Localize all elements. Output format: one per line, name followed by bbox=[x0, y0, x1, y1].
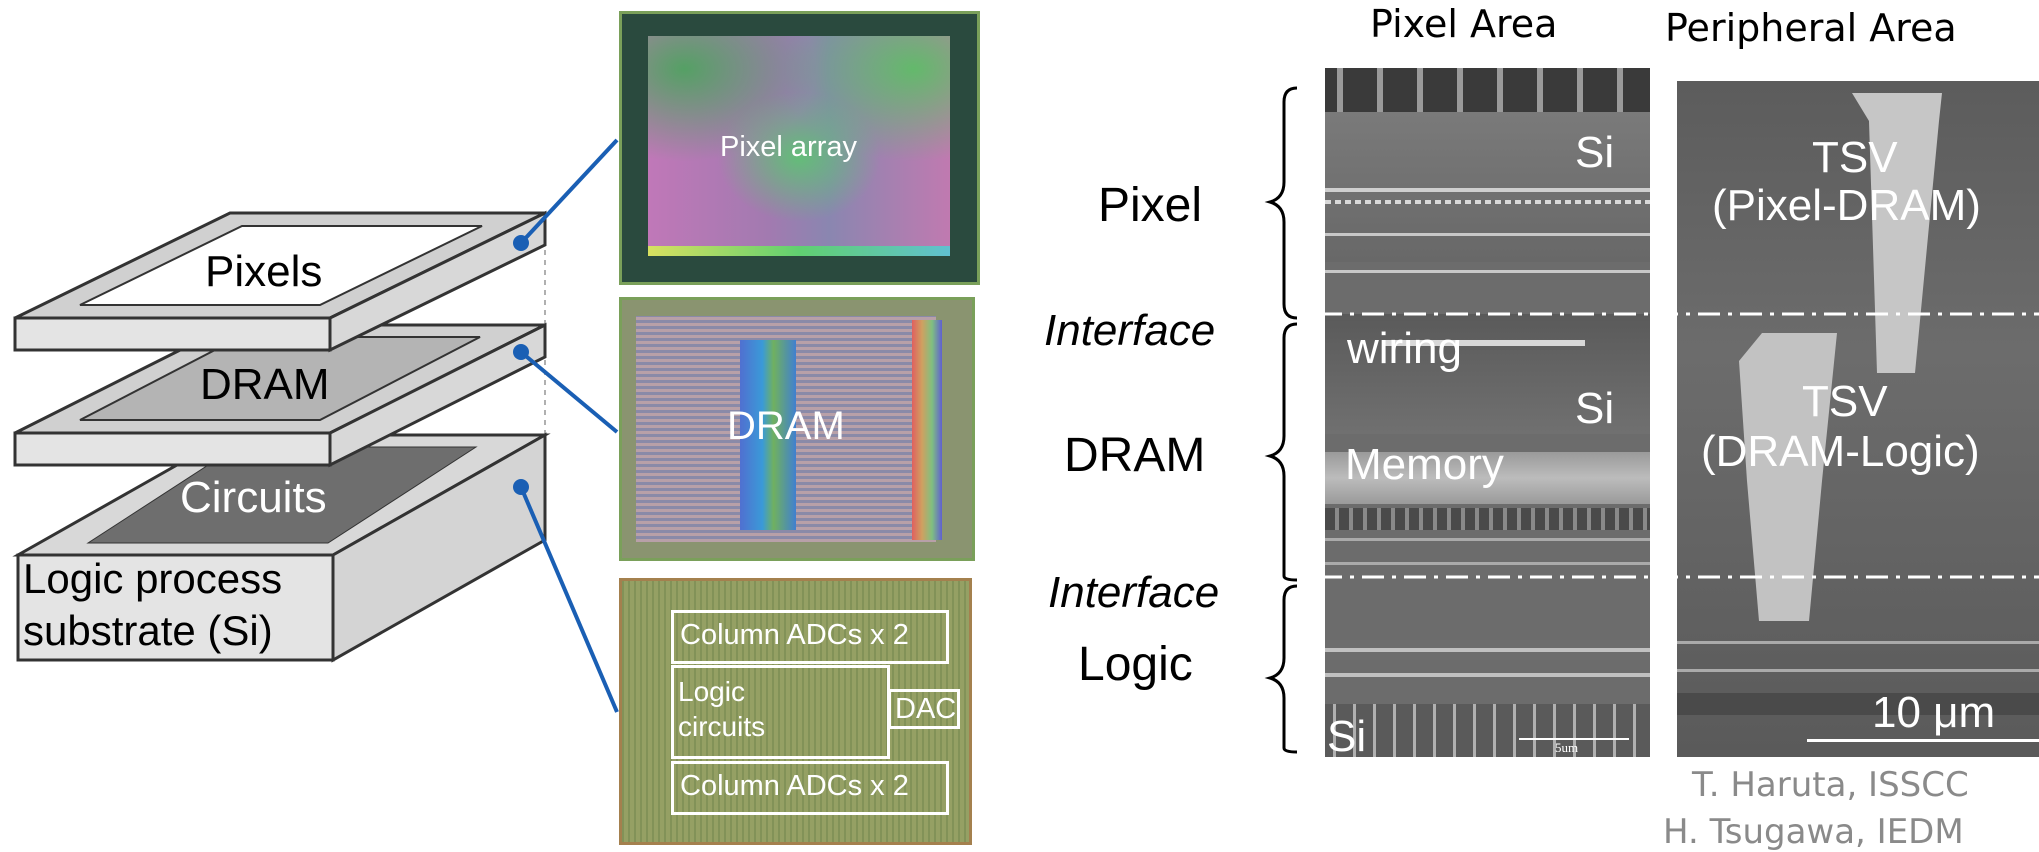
stack-diagram bbox=[12, 210, 551, 663]
tsv-1-label-line2: (Pixel-DRAM) bbox=[1712, 181, 1981, 230]
tiny-scale-bar bbox=[1519, 738, 1629, 740]
scale-bar-label: 10 μm bbox=[1872, 688, 1996, 737]
column-adc-bottom-label: Column ADCs x 2 bbox=[680, 770, 909, 802]
si-mid-label: Si bbox=[1575, 384, 1615, 433]
pixel-si-region bbox=[1325, 112, 1650, 262]
citation-2: H. Tsugawa, IEDM bbox=[1663, 812, 1964, 852]
interface-dash-lines bbox=[1320, 312, 2039, 579]
pixel-array-bottom-edge bbox=[648, 246, 950, 256]
column-adc-top-box: Column ADCs x 2 bbox=[671, 610, 949, 664]
logic-texture bbox=[622, 581, 969, 842]
memory-cells-row bbox=[1325, 508, 1650, 530]
logic-wire-1 bbox=[1325, 648, 1650, 652]
memory-band bbox=[1325, 452, 1650, 504]
substrate-label-line2: substrate (Si) bbox=[23, 607, 273, 654]
tsv-1-label-line1: TSV bbox=[1812, 133, 1898, 182]
peripheral-bottom-row bbox=[1677, 693, 2039, 715]
dram-wire-1 bbox=[1325, 538, 1650, 541]
peripheral-wire-2 bbox=[1677, 669, 2039, 672]
interface-label-2: Interface bbox=[1048, 568, 1220, 617]
pixel-wire-1 bbox=[1325, 188, 1650, 192]
logic-circuits-line2: circuits bbox=[678, 711, 766, 742]
pixel-area-sem: Si wiring Si Memory Si 5um bbox=[1325, 68, 1650, 757]
column-adc-top-label: Column ADCs x 2 bbox=[680, 619, 909, 651]
logic-circuits-box: Logic circuits bbox=[671, 665, 890, 759]
logic-circuits-line1: Logic bbox=[678, 676, 745, 707]
microlens-row bbox=[1325, 68, 1650, 112]
logic-connector-line bbox=[519, 486, 619, 713]
peripheral-area-title: Peripheral Area bbox=[1665, 6, 1957, 50]
pixel-wire-2 bbox=[1325, 200, 1650, 204]
dram-wire-2 bbox=[1325, 562, 1650, 565]
pixel-wire-3 bbox=[1325, 233, 1650, 236]
dram-section-label: DRAM bbox=[1064, 429, 1206, 482]
tsv-pixel-dram-shape bbox=[1852, 93, 1942, 373]
si-bottom-label: Si bbox=[1327, 712, 1367, 757]
substrate-label-line1: Logic process bbox=[23, 555, 283, 602]
citation-1: T. Haruta, ISSCC bbox=[1692, 765, 1969, 805]
logic-brace bbox=[1264, 584, 1298, 754]
logic-section-label: Logic bbox=[1078, 638, 1193, 691]
connector-lines bbox=[519, 138, 619, 713]
logic-circuits-label: Logic circuits bbox=[678, 674, 765, 744]
pixels-layer-label: Pixels bbox=[205, 247, 323, 296]
circuits-region bbox=[86, 446, 478, 544]
scale-bar bbox=[1807, 739, 2039, 742]
tsv-2-label-line2: (DRAM-Logic) bbox=[1701, 427, 1980, 476]
memory-label: Memory bbox=[1345, 440, 1504, 489]
substrate-label: Logic process substrate (Si) bbox=[23, 553, 282, 657]
dram-si-region bbox=[1325, 314, 1650, 434]
section-braces bbox=[1264, 86, 1298, 754]
si-top-label: Si bbox=[1575, 128, 1615, 177]
wiring-label: wiring bbox=[1347, 324, 1462, 373]
tiny-scale-label: 5um bbox=[1555, 740, 1579, 755]
interface-label-1: Interface bbox=[1044, 306, 1216, 355]
dram-center-column bbox=[740, 340, 796, 530]
dram-connector-line bbox=[519, 350, 619, 434]
peripheral-area-sem: TSV (Pixel-DRAM) TSV (DRAM-Logic) 10 μm bbox=[1677, 81, 2039, 757]
dac-label: DAC bbox=[895, 693, 957, 725]
pixel-array-label: Pixel array bbox=[720, 131, 857, 163]
dram-micrograph: DRAM bbox=[619, 297, 975, 561]
pixel-area-title: Pixel Area bbox=[1370, 2, 1558, 46]
dram-edge-stripes bbox=[912, 320, 942, 540]
logic-wire-2 bbox=[1325, 673, 1650, 677]
logic-substrate-block bbox=[12, 432, 551, 663]
logic-si-row bbox=[1325, 704, 1650, 757]
pixel-connector-line bbox=[519, 138, 619, 245]
dram-layer-label: DRAM bbox=[200, 360, 330, 409]
pixel-brace bbox=[1264, 86, 1298, 320]
peripheral-background bbox=[1677, 81, 2039, 757]
column-adc-bottom-box: Column ADCs x 2 bbox=[671, 761, 949, 815]
circuits-layer-label: Circuits bbox=[180, 473, 327, 522]
peripheral-wire-1 bbox=[1677, 641, 2039, 644]
dram-brace bbox=[1264, 322, 1298, 582]
dram-plate bbox=[13, 322, 547, 468]
pixel-array-area bbox=[648, 36, 950, 256]
tsv-2-label-line1: TSV bbox=[1802, 377, 1888, 426]
pixel-layer-label: Pixel bbox=[1098, 179, 1203, 232]
dram-chip-label: DRAM bbox=[727, 404, 845, 448]
pixels-plate bbox=[13, 210, 547, 353]
pixel-wire-4 bbox=[1325, 270, 1650, 273]
pixel-array-micrograph: Pixel array bbox=[619, 11, 980, 285]
tsv-dram-logic-shape bbox=[1739, 333, 1837, 621]
dac-box: DAC bbox=[888, 689, 960, 729]
wiring-line bbox=[1385, 340, 1585, 346]
tsv-shapes bbox=[1677, 93, 2039, 715]
logic-micrograph: Column ADCs x 2 Logic circuits DAC Colum… bbox=[619, 578, 972, 845]
